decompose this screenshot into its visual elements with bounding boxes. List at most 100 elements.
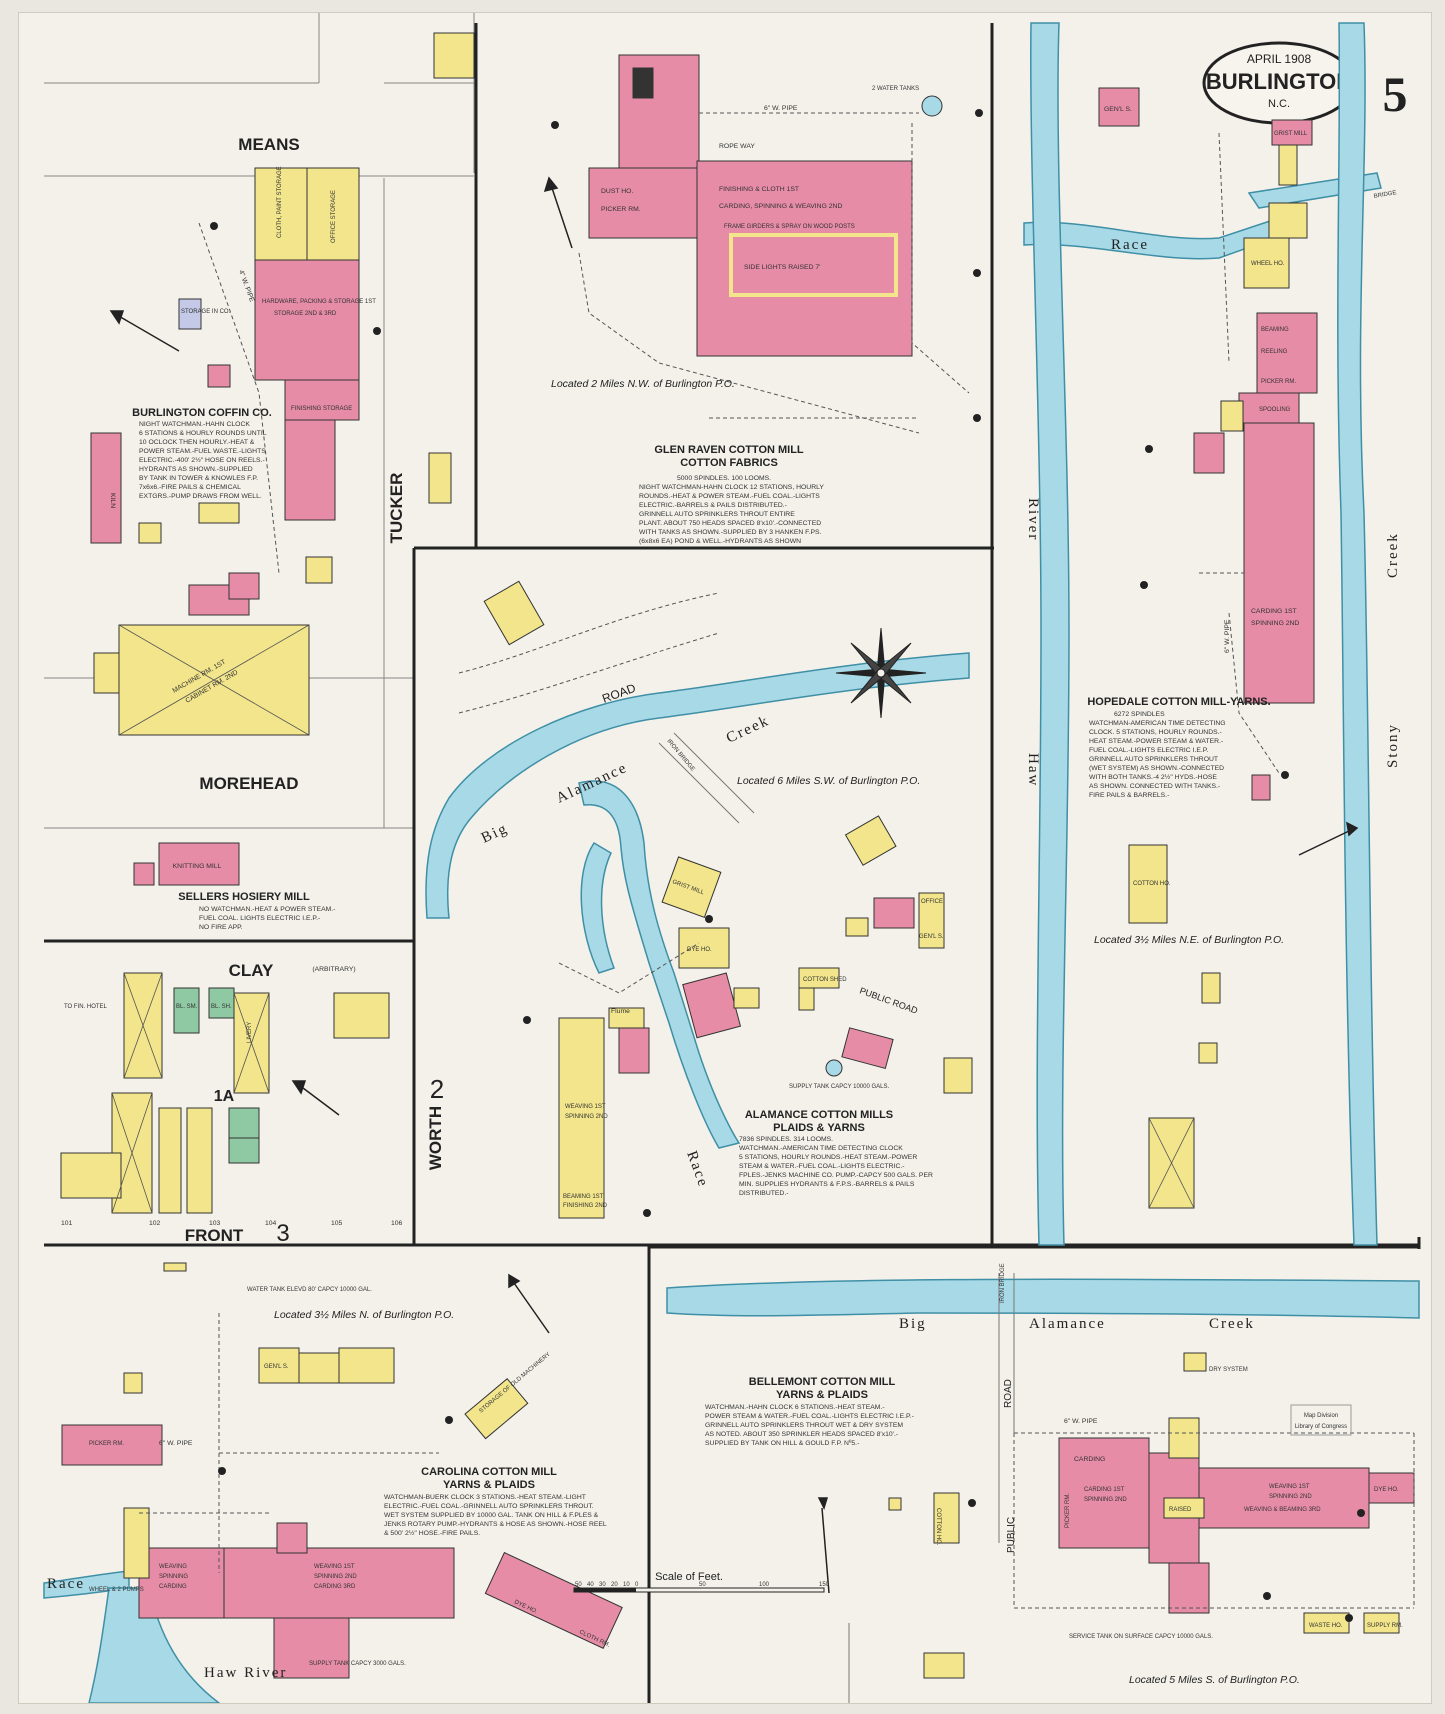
label-race-top: Race: [1111, 237, 1149, 253]
hopedale-detail: (WET SYSTEM) AS SHOWN.-CONNECTED: [1089, 765, 1224, 772]
ala-boiler: [618, 1027, 650, 1074]
bel-d: [923, 1652, 965, 1679]
alamance-name: ALAMANCE COTTON MILLS: [745, 1109, 893, 1121]
ala-dye-house: [678, 927, 730, 969]
car-label-weaving-l: WEAVING: [159, 1564, 187, 1570]
alamance-detail: DISTRIBUTED.-: [739, 1190, 788, 1197]
buildings-bellemont: [888, 1352, 1415, 1679]
bel-label-bridge: IRON BRIDGE: [1000, 1263, 1006, 1303]
label-haw-river-bottom: Haw River: [204, 1665, 287, 1681]
coffin-label-storage: STORAGE 2ND & 3RD: [274, 311, 337, 317]
hopedale-legend: HOPEDALE COTTON MILL-YARNS. 6272 SPINDLE…: [1087, 696, 1270, 799]
car-dye-house: [484, 1551, 623, 1649]
hope-label-grist: GRIST MILL: [1274, 131, 1308, 137]
addr-104: 104: [265, 1220, 277, 1227]
bel-label-spinning2: SPINNING 2ND: [1084, 1497, 1127, 1503]
bellemont-product: YARNS & PLAIDS: [776, 1389, 868, 1401]
hopedale-detail: FUEL COAL.-LIGHTS ELECTRIC I.E.P.: [1089, 747, 1208, 754]
hopedale-name: HOPEDALE COTTON MILL-YARNS.: [1087, 696, 1270, 708]
ala-house-1: [483, 580, 545, 646]
ala-small: [845, 917, 869, 937]
map-sheet: APRIL 1908 BURLINGTON N.C. 5: [18, 12, 1432, 1704]
bldg-s2: [158, 1107, 182, 1214]
ala-label-bridge: IRON BRIDGE: [665, 738, 695, 772]
label-creek-bottom: Creek: [1209, 1316, 1255, 1332]
carolina-detail: WATCHMAN-BUERK CLOCK 3 STATIONS.-HEAT ST…: [384, 1494, 586, 1501]
car-label-picker: PICKER RM.: [89, 1441, 124, 1447]
hope-small-b: [1198, 1042, 1218, 1064]
block-3: 3: [276, 1220, 289, 1247]
glen-label-frame: FRAME GIRDERS & SPRAY ON WOOD POSTS: [724, 224, 855, 230]
scale-bar: Scale of Feet. 50 40 30 20 10 0 50 100 1…: [573, 1571, 830, 1593]
ala-office: [918, 892, 945, 949]
street-tucker: TUCKER: [387, 473, 406, 544]
label-public-road: PUBLIC ROAD: [858, 985, 919, 1015]
alamance-detail: MIN. SUPPLIES HYDRANTS & F.P.S.-BARRELS …: [739, 1181, 915, 1188]
car-small: [163, 1262, 187, 1272]
bldg-knitting-boiler: [133, 862, 155, 886]
bldg-office-storage: [306, 167, 360, 261]
car-wells: [123, 1372, 143, 1394]
bldg-s3: [186, 1107, 213, 1214]
scale-tick: 30: [599, 1582, 606, 1588]
glen-label-finishing: FINISHING & CLOTH 1ST: [719, 186, 799, 193]
haw-river: [1030, 22, 1070, 1246]
hope-carding: [1243, 422, 1315, 704]
coffin-detail: 10 OCLOCK THEN HOURLY.-HEAT &: [139, 439, 255, 446]
bel-cotton-house: [933, 1492, 960, 1544]
bel-stair: [1168, 1417, 1200, 1459]
bellemont-detail: SUPPLIED BY TANK ON HILL & GOULD F.P. Nº…: [705, 1440, 859, 1447]
bel-label-carding2: CARDING 1ST: [1084, 1487, 1125, 1493]
bldg-bl-sh: [208, 987, 235, 1019]
coffin-detail: HYDRANTS AS SHOWN.-SUPPLIED: [139, 466, 253, 473]
addr-102: 102: [149, 1220, 161, 1227]
bellemont-building-labels: CARDING CARDING 1ST SPINNING 2ND WEAVING…: [935, 1263, 1403, 1640]
ala-supply-tank: [825, 1059, 843, 1077]
hopedale-building-labels: GEN'L S. GRIST MILL WHEEL HO. BEAMING RE…: [1104, 106, 1397, 887]
glen-detail: GRINNELL AUTO SPRINKLERS THROUT ENTIRE: [639, 511, 795, 518]
bldg-engine-2: [228, 572, 260, 600]
car-genl-store: [258, 1347, 300, 1384]
hope-grist-wing: [1278, 144, 1298, 186]
label-road-bottom: ROAD: [1003, 1379, 1014, 1408]
car-label-carding-r: CARDING 3RD: [314, 1584, 356, 1590]
hope-label-bridge: BRIDGE: [1373, 190, 1397, 200]
coffin-legend: BURLINGTON COFFIN CO. NIGHT WATCHMAN.-HA…: [132, 407, 272, 500]
ala-weaving-shed: [682, 972, 742, 1039]
street-numbers: 101 102 103 104 105 106: [61, 1220, 403, 1227]
addr-101: 101: [61, 1220, 73, 1227]
hope-small-c: [1201, 972, 1221, 1004]
bel-b: [1183, 1352, 1207, 1372]
bel-label-pipe: 6" W. PIPE: [1064, 1418, 1098, 1425]
bellemont-detail: GRINNELL AUTO SPRINKLERS THROUT WET & DR…: [705, 1422, 903, 1429]
coffin-label-office: OFFICE STORAGE: [331, 190, 337, 243]
ala-label-finishing: FINISHING 2ND: [563, 1203, 608, 1209]
stamp-border: [1290, 1404, 1352, 1436]
street-means: MEANS: [238, 135, 299, 154]
alamance-detail: STEAM & WATER.-FUEL COAL.-LIGHTS ELECTRI…: [739, 1163, 905, 1170]
bel-supply-room: [1363, 1612, 1400, 1634]
bldg-small-1: [138, 522, 162, 544]
label-stony-creek: Creek: [1385, 532, 1401, 578]
hatch-marks: [111, 624, 1195, 1214]
bldg-boiler: [207, 364, 231, 388]
big-alamance-bottom: [666, 1278, 1420, 1319]
hopedale-detail: AS SHOWN. CONNECTED WITH TANKS.-: [1089, 783, 1220, 790]
addr-103: 103: [209, 1220, 221, 1227]
alamance-product: PLAIDS & YARNS: [773, 1122, 865, 1134]
scale-tick: 150: [819, 1582, 830, 1588]
hopedale-detail: FIRE PAILS & BARRELS.-: [1089, 792, 1169, 799]
hope-label-spooling: SPOOLING: [1259, 407, 1291, 413]
hope-label-carding: CARDING 1ST: [1251, 608, 1297, 615]
block-1a: 1A: [214, 1088, 235, 1105]
car-label-spinning-l: SPINNING: [159, 1574, 188, 1580]
roads: [658, 732, 1015, 1703]
ala-k: [943, 1057, 973, 1094]
scale-tick: 50: [575, 1582, 582, 1588]
bldg-kiln: [90, 432, 122, 544]
location-carolina: Located 3½ Miles N. of Burlington P.O.: [274, 1309, 454, 1321]
ala-label-supply: SUPPLY TANK CAPCY 10000 GALS.: [789, 1084, 889, 1090]
bel-small: [888, 1497, 902, 1511]
ala-label-office: OFFICE: [921, 899, 943, 905]
location-bellemont: Located 5 Miles S. of Burlington P.O.: [1129, 1674, 1300, 1686]
